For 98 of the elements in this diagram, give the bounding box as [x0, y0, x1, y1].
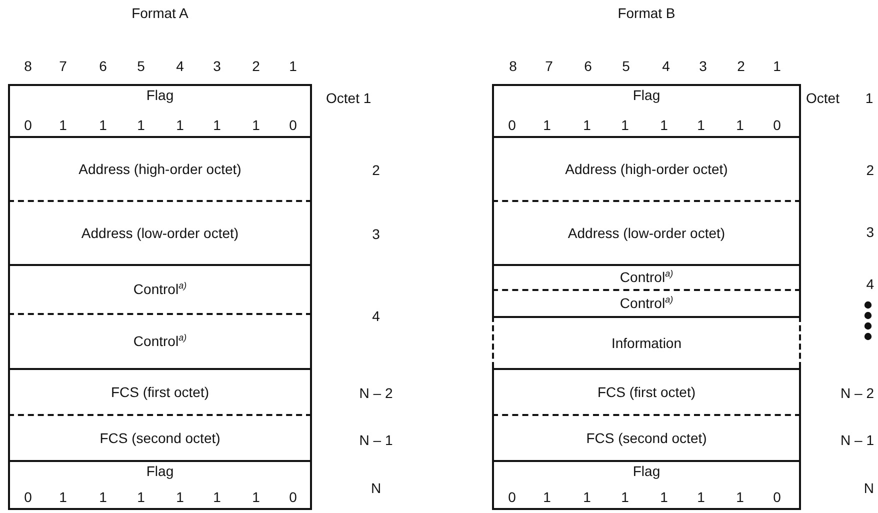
bit-value: 1	[697, 117, 705, 133]
frame-field	[492, 368, 801, 414]
octet-number: 3	[866, 224, 874, 240]
bit-number: 3	[699, 58, 707, 74]
octet-number: N – 2	[840, 385, 874, 401]
bit-value: 0	[508, 117, 516, 133]
field-name: FCS (second octet)	[100, 430, 220, 446]
field-name: Flag	[632, 87, 660, 103]
frame-field	[8, 460, 312, 510]
bit-value: 1	[660, 489, 668, 505]
bit-value: 0	[289, 489, 297, 505]
octet-number: N	[370, 480, 382, 496]
bit-value: 1	[137, 489, 145, 505]
bit-value: 0	[24, 117, 32, 133]
field-name: FCS (first octet)	[597, 384, 696, 400]
frame-field	[492, 84, 801, 136]
bit-number: 6	[99, 58, 107, 74]
bit-number: 7	[59, 58, 67, 74]
bit-number: 2	[737, 58, 745, 74]
field-name: Control$^{a)}$	[133, 333, 187, 350]
frame-field	[492, 414, 801, 460]
frame-field	[492, 460, 801, 510]
bit-value: 1	[660, 117, 668, 133]
octet-number: N – 2	[359, 385, 393, 401]
bit-value: 1	[252, 489, 260, 505]
frame-field	[8, 264, 312, 313]
frame-field	[8, 84, 312, 136]
bit-number: 8	[24, 58, 32, 74]
bit-value: 1	[621, 489, 629, 505]
frame-field	[492, 264, 801, 289]
bit-value: 1	[213, 117, 221, 133]
bit-number: 7	[545, 58, 553, 74]
bit-number: 5	[622, 58, 630, 74]
frame-field	[492, 289, 801, 316]
field-name: Flag	[632, 463, 660, 479]
bit-value: 0	[773, 489, 781, 505]
bit-value: 1	[583, 117, 591, 133]
field-name: Address (low-order octet)	[568, 224, 726, 242]
octet-number: N – 1	[840, 432, 874, 448]
bit-number: 6	[584, 58, 592, 74]
field-name: Control$^{a)}$	[133, 281, 187, 298]
bit-value: 1	[59, 489, 67, 505]
bit-number: 1	[289, 58, 297, 74]
bit-value: 1	[176, 489, 184, 505]
bit-value: 0	[24, 489, 32, 505]
field-name: FCS (second octet)	[586, 430, 707, 446]
bit-number: 1	[773, 58, 781, 74]
frame-field	[8, 313, 312, 368]
octet-number: 3	[372, 226, 380, 242]
octet-number: N – 1	[359, 432, 393, 448]
format-heading: Format B	[618, 5, 676, 21]
format-heading: Format A	[132, 5, 188, 21]
bit-value: 1	[736, 489, 744, 505]
frame-field	[492, 200, 801, 264]
field-name: FCS (first octet)	[110, 384, 209, 400]
octet-number: Octet 1	[326, 90, 372, 106]
field-name: Address (high-order octet)	[565, 160, 728, 178]
field-name: Control$^{a)}$	[620, 295, 674, 312]
bit-value: 0	[289, 117, 297, 133]
bit-value: 1	[252, 117, 260, 133]
bit-number: 4	[662, 58, 670, 74]
bit-number: 5	[137, 58, 145, 74]
field-name: Address (low-order octet)	[81, 224, 239, 242]
octet-number: Octet 1	[806, 90, 874, 106]
frame-field	[8, 414, 312, 460]
octet-number: N	[864, 480, 874, 496]
field-name: Flag	[146, 87, 174, 103]
field-name: Address (high-order octet)	[78, 160, 242, 178]
frame-field	[8, 368, 312, 414]
frame-field	[492, 136, 801, 200]
octet-number: 4	[866, 276, 874, 292]
bit-number: 4	[176, 58, 184, 74]
octet-number: 2	[372, 162, 380, 178]
frame-field	[492, 316, 801, 368]
bit-value: 1	[99, 117, 107, 133]
bit-value: 0	[773, 117, 781, 133]
bit-number: 2	[252, 58, 260, 74]
bit-value: 1	[213, 489, 221, 505]
bit-number: 8	[509, 58, 517, 74]
bit-value: 1	[697, 489, 705, 505]
bit-value: 1	[736, 117, 744, 133]
bit-value: 1	[137, 117, 145, 133]
field-name: Control$^{a)}$	[620, 269, 674, 286]
frame-field	[8, 136, 312, 200]
octet-number: 4	[372, 308, 380, 324]
octet-number: 2	[866, 162, 874, 178]
bit-value: 1	[583, 489, 591, 505]
bit-value: 1	[176, 117, 184, 133]
bit-value: 1	[621, 117, 629, 133]
field-name: Flag	[146, 463, 174, 479]
bit-value: 1	[99, 489, 107, 505]
field-name: Information	[611, 334, 682, 352]
bit-value: 1	[59, 117, 67, 133]
bit-value: 1	[543, 117, 551, 133]
bit-number: 3	[213, 58, 221, 74]
bit-value: 0	[508, 489, 516, 505]
bit-value: 1	[543, 489, 551, 505]
frame-field	[8, 200, 312, 264]
